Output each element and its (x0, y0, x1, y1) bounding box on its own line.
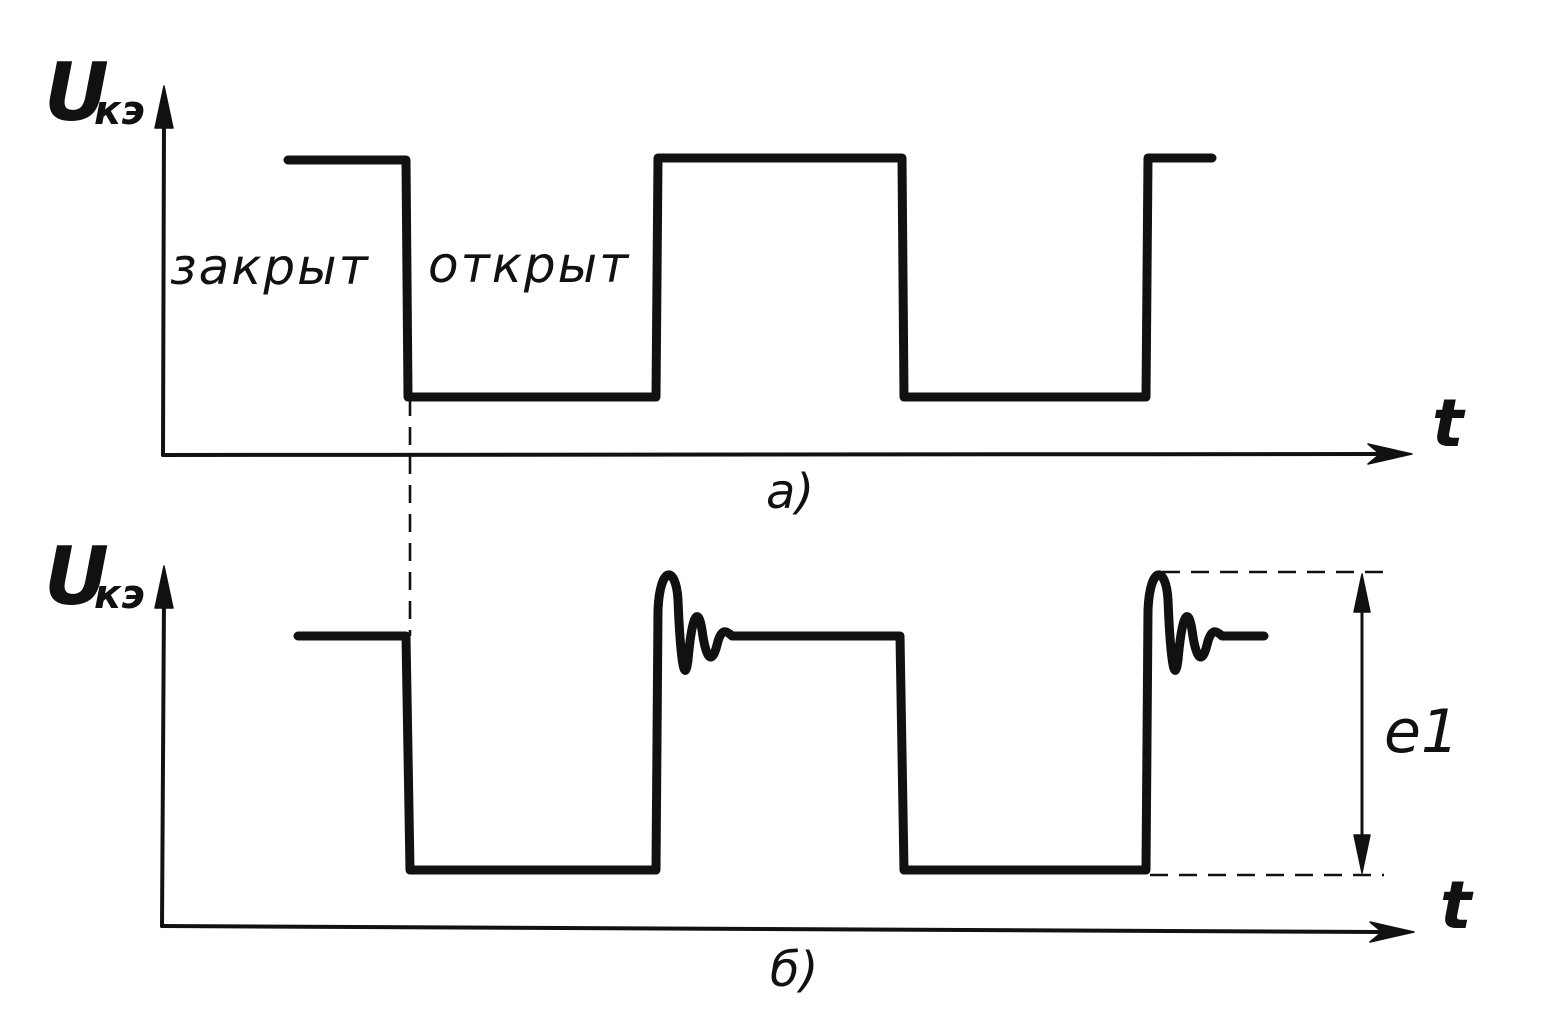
panel-b: U кэ e1 t б) (44, 530, 1474, 998)
e1-dimension-arrow-up (1353, 573, 1371, 613)
panel-a-y-axis-label: U (44, 46, 109, 139)
panel-b-ringing-waveform (293, 570, 1269, 875)
panel-a-x-axis-label: t (1432, 385, 1466, 462)
panel-a-square-wave (283, 153, 1217, 402)
panel-a-x-axis (161, 452, 1382, 457)
panel-a: U кэ закрыт открыт t a) (44, 46, 1466, 520)
e1-dimension-arrow-down (1353, 834, 1371, 874)
panel-a-y-axis-arrowhead (154, 85, 174, 129)
panel-a-tag: a) (766, 464, 814, 520)
panel-b-y-axis (160, 596, 166, 928)
panel-b-x-axis-label: t (1440, 867, 1474, 944)
state-open-label: открыт (428, 236, 630, 294)
panel-b-y-axis-label: U (44, 530, 109, 623)
panel-b-tag: б) (770, 942, 818, 998)
panel-b-x-axis-arrowhead (1369, 921, 1415, 943)
panel-b-y-axis-arrowhead (154, 565, 174, 609)
panel-a-y-axis-subscript: кэ (94, 88, 145, 134)
panel-a-x-axis-arrowhead (1367, 443, 1413, 465)
panel-b-x-axis (160, 924, 1382, 934)
state-closed-label: закрыт (170, 238, 370, 296)
panel-a-y-axis (161, 116, 166, 457)
panel-b-y-axis-subscript: кэ (94, 572, 145, 618)
amplitude-e1-label: e1 (1384, 697, 1459, 767)
